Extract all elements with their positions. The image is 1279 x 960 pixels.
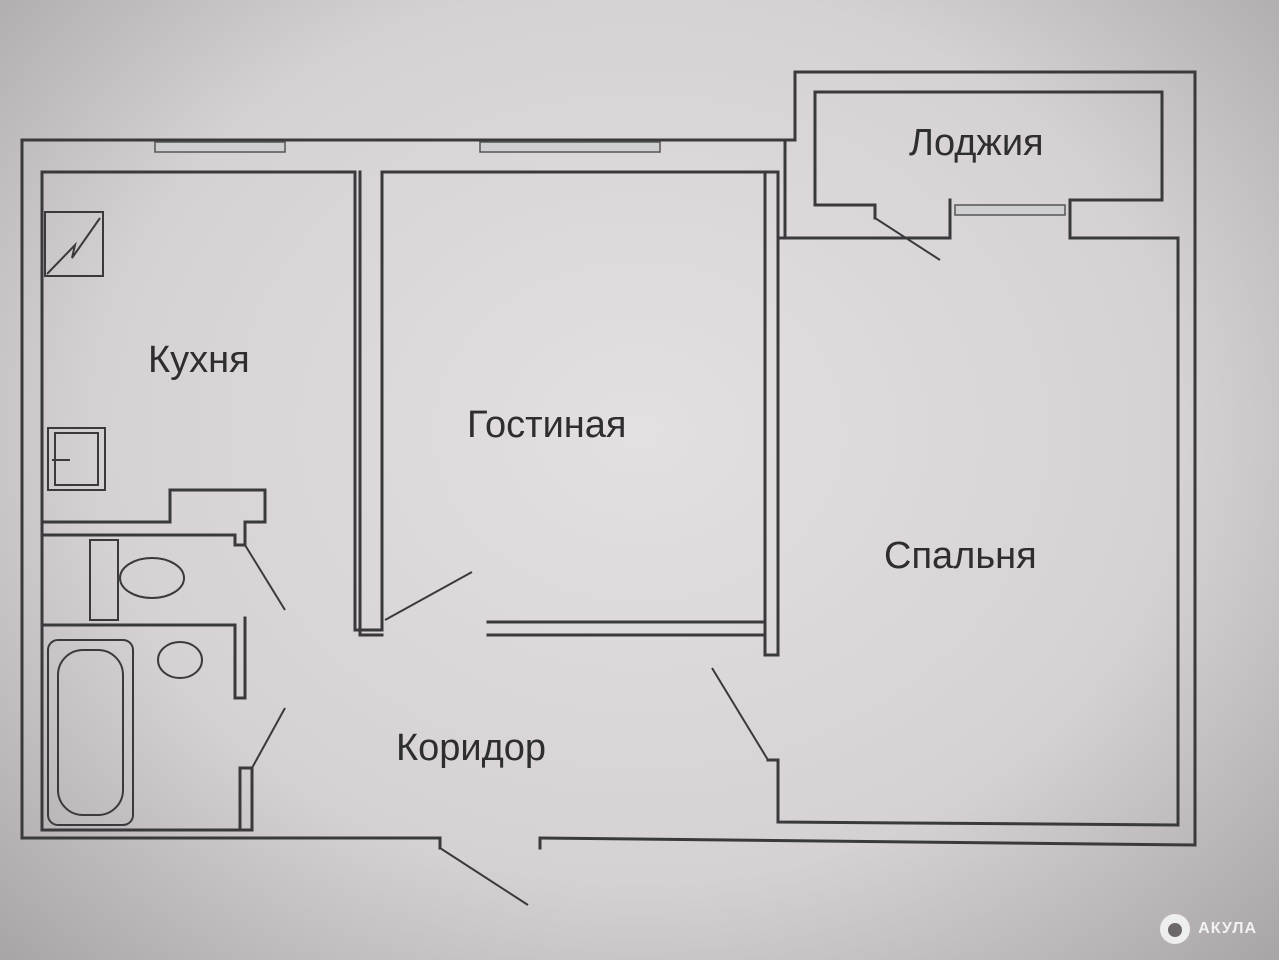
room-label-loggia: Лоджия (909, 122, 1044, 164)
boiler-icon (44, 211, 104, 277)
watermark-logo: АКУЛА (1160, 914, 1257, 944)
door-swings (244, 217, 941, 906)
fixtures (44, 211, 203, 826)
outer-walls (20, 70, 1197, 850)
toilet-icon (119, 557, 185, 599)
windows (154, 141, 1066, 216)
interior-walls (40, 170, 780, 832)
shark-logo-icon (1160, 914, 1191, 944)
toilet-tank-icon (89, 539, 119, 621)
room-label-living-room: Гостиная (467, 404, 627, 446)
room-label-corridor: Коридор (396, 727, 546, 769)
bathtub-icon (47, 639, 134, 826)
watermark-text: АКУЛА (1198, 920, 1257, 937)
stove-icon (47, 427, 106, 491)
sink-icon (157, 641, 203, 679)
room-label-bedroom: Спальня (884, 535, 1037, 577)
room-label-kitchen: Кухня (148, 339, 250, 381)
